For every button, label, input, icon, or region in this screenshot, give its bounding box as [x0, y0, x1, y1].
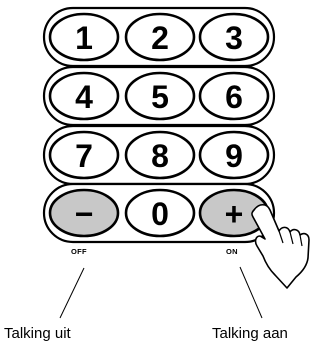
key-0[interactable]: 0	[126, 190, 194, 236]
key-label: 5	[151, 79, 169, 115]
key-4[interactable]: 4	[50, 73, 118, 119]
key-label: 9	[225, 138, 243, 174]
key-9[interactable]: 9	[200, 132, 268, 178]
key-label: 2	[151, 20, 169, 56]
on-label: ON	[226, 247, 238, 256]
key-label: +	[225, 196, 244, 232]
off-label: OFF	[71, 247, 87, 256]
key-label: 0	[151, 196, 169, 232]
key-label: 3	[225, 20, 243, 56]
key-label: 6	[225, 79, 243, 115]
key-label: 8	[151, 138, 169, 174]
key-label: −	[75, 196, 94, 232]
key-3[interactable]: 3	[200, 14, 268, 60]
key-5[interactable]: 5	[126, 73, 194, 119]
key-6[interactable]: 6	[200, 73, 268, 119]
key-1[interactable]: 1	[50, 14, 118, 60]
key-row: 1 2 3	[44, 8, 274, 66]
key-label: 1	[75, 20, 93, 56]
callout-leader-right	[240, 267, 262, 318]
key-8[interactable]: 8	[126, 132, 194, 178]
key-minus[interactable]: −	[50, 190, 118, 236]
callout-leader-left	[60, 268, 84, 318]
key-label: 4	[75, 79, 93, 115]
key-label: 7	[75, 138, 93, 174]
key-row: 4 5 6	[44, 67, 274, 125]
callout-talking-on: Talking aan	[212, 325, 288, 342]
callout-talking-off: Talking uit	[4, 325, 71, 342]
key-row: 7 8 9	[44, 126, 274, 184]
key-2[interactable]: 2	[126, 14, 194, 60]
pointing-hand-icon	[252, 205, 309, 288]
key-row: − 0 +	[44, 184, 274, 242]
key-7[interactable]: 7	[50, 132, 118, 178]
